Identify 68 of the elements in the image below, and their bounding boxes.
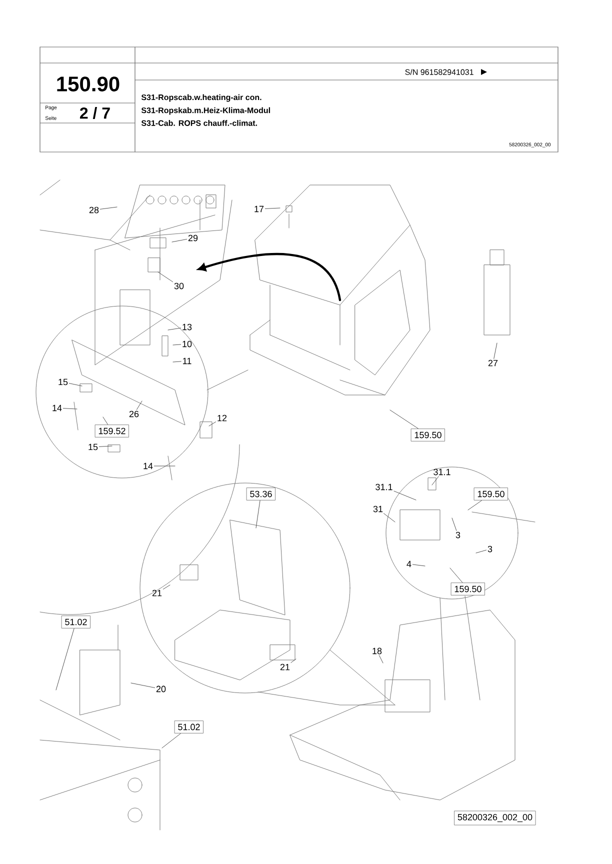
callout-number: 15	[58, 378, 68, 386]
leader-line	[168, 328, 182, 330]
callout-number: 12	[218, 414, 227, 422]
callout-number: 4	[406, 560, 412, 568]
leader-line	[68, 383, 82, 386]
callout-number: 14	[144, 462, 153, 470]
callout-number: 28	[89, 206, 99, 214]
leader-line	[130, 682, 156, 688]
callout-number: 17	[254, 206, 264, 212]
leader-line	[158, 272, 174, 282]
callout-number: 18	[372, 648, 382, 654]
callout-number: 31	[373, 506, 383, 512]
leader-line	[476, 550, 487, 554]
reference-box: 159.50	[451, 582, 485, 596]
leader-line	[290, 658, 296, 663]
serial-number: S/N 961582941031	[405, 69, 474, 75]
callout-number: 11	[183, 358, 192, 364]
leader-line	[378, 655, 384, 664]
callout-number: 15	[88, 444, 98, 450]
leader-line	[102, 416, 108, 425]
leader-line	[450, 568, 463, 583]
callout-number: 3	[456, 532, 460, 538]
leader-line	[98, 446, 112, 447]
callout-number: 31.1	[376, 484, 392, 490]
callout-number: 13	[182, 324, 192, 330]
leader-line	[494, 342, 498, 359]
leader-line	[383, 513, 396, 522]
page-count: 2 / 7	[80, 107, 110, 119]
reference-box: 51.02	[174, 720, 204, 734]
leader-line	[256, 500, 260, 528]
callout-number: 26	[129, 410, 139, 418]
leader-line	[162, 584, 170, 590]
reference-box: 159.52	[95, 424, 129, 438]
callout-number: 29	[188, 234, 198, 242]
callout-number: 27	[488, 360, 498, 366]
leader-line	[62, 408, 78, 410]
leader-line	[468, 500, 482, 510]
leader-line	[208, 422, 216, 426]
title: S31-Cab. ROPS chauff.-climat.	[141, 120, 257, 126]
callout-number: 14	[52, 404, 62, 412]
title: S31-Ropskab.m.Heiz-Klima-Modul	[141, 107, 270, 115]
leader-line	[100, 206, 118, 210]
callout-number: 10	[182, 340, 192, 348]
leader-line	[172, 238, 188, 242]
callout-number: 30	[174, 282, 184, 290]
callout-number: 31.1	[434, 468, 450, 476]
leader-line	[412, 564, 426, 566]
leader-line	[136, 400, 142, 410]
reference-box: 159.50	[411, 428, 445, 442]
leader-line	[452, 518, 457, 531]
reference-box: 53.36	[246, 488, 276, 500]
leader-line	[56, 628, 74, 690]
title: S31-Ropscab.w.heating-air con.	[141, 94, 262, 102]
reference-box: 51.02	[62, 616, 90, 628]
leader-line	[172, 344, 182, 346]
leader-line	[172, 361, 182, 362]
reference-box: 58200326_002_00	[454, 810, 536, 826]
leader-line	[394, 490, 416, 500]
leader-line	[162, 733, 182, 748]
callout-number: 21	[152, 590, 162, 596]
leader-line	[432, 476, 439, 486]
callout-number: 3	[488, 546, 492, 552]
page-number: 150.90	[57, 76, 120, 92]
reference-box: 159.50	[474, 488, 508, 500]
callout-number: 21	[280, 664, 290, 670]
leader-line	[390, 410, 419, 429]
leader-line	[264, 208, 280, 209]
callout-number: 20	[156, 686, 166, 692]
